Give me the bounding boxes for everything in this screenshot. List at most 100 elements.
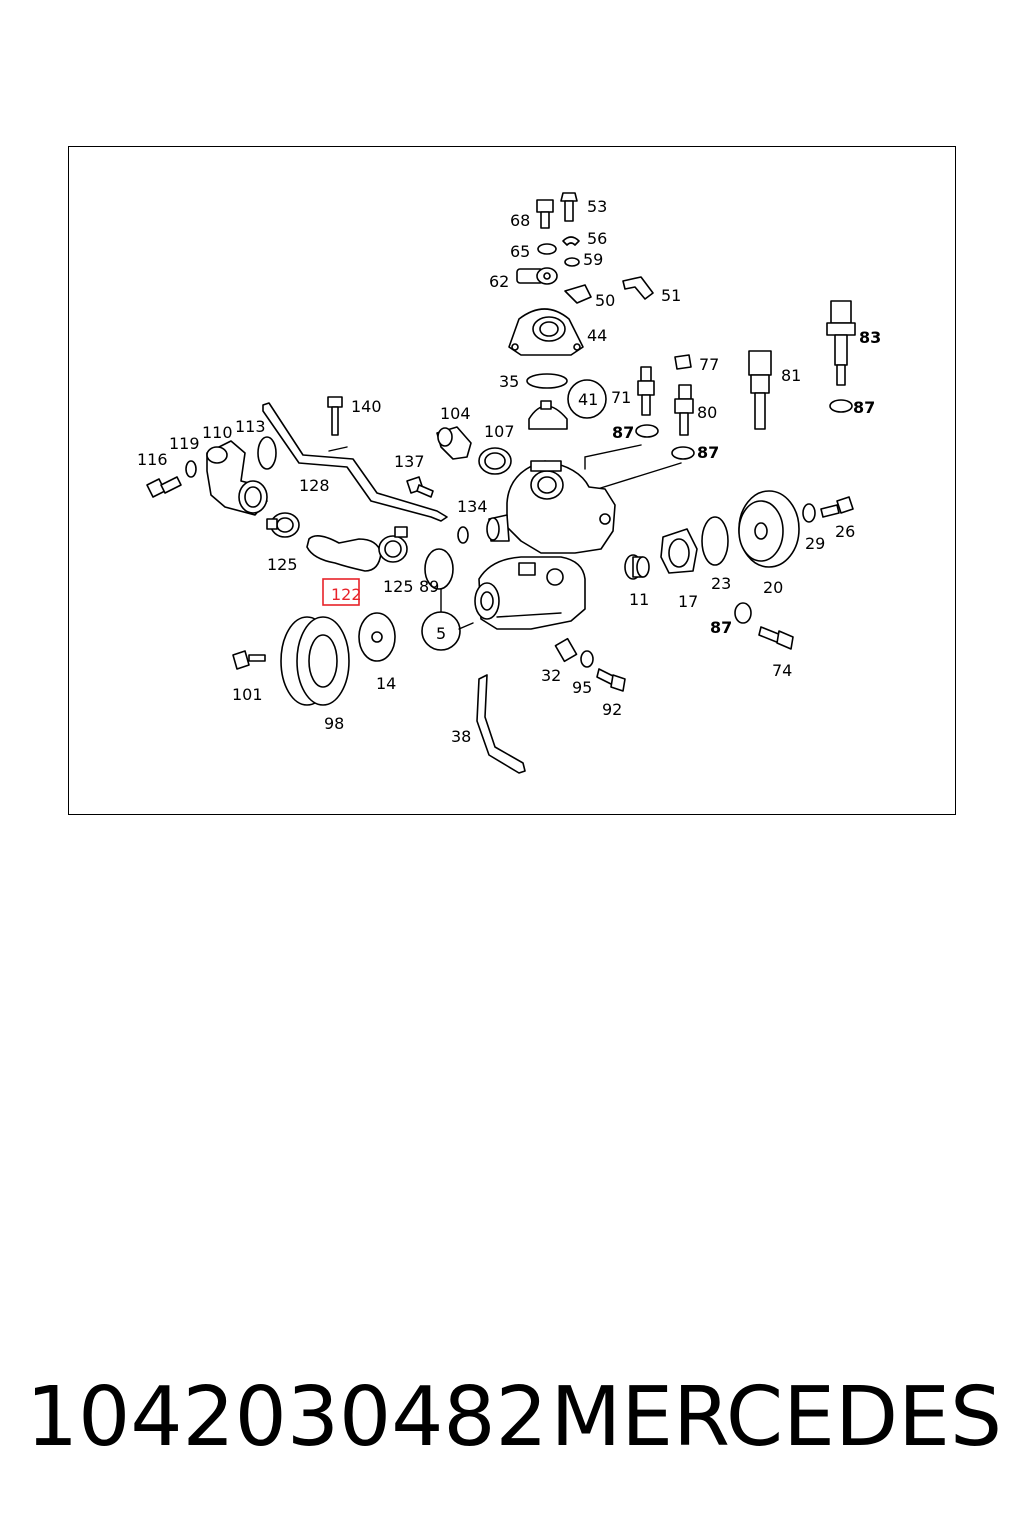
bolt-140	[327, 396, 343, 436]
callout-74: 74	[772, 661, 792, 680]
thermostat-housing	[486, 460, 616, 554]
callout-26: 26	[835, 522, 855, 541]
callout-62: 62	[489, 272, 509, 291]
parts-diagram-frame: 68 53 65 56 62 59 50 51 44 83 77 81 35 4…	[68, 146, 956, 815]
seal-ring-89	[424, 548, 454, 590]
impeller-17	[660, 528, 698, 574]
washer-29	[802, 503, 816, 523]
callout-44: 44	[587, 326, 607, 345]
callout-104: 104	[440, 404, 471, 423]
callout-98: 98	[324, 714, 344, 733]
part-number: 1042030482	[26, 1370, 548, 1465]
seal-11	[624, 554, 650, 580]
callout-11: 11	[629, 590, 649, 609]
callout-87-b: 87	[697, 443, 719, 462]
washer-65	[537, 243, 557, 255]
washer-95	[580, 650, 594, 668]
bolt-116	[146, 476, 182, 498]
bolt-26	[820, 496, 854, 518]
seal-ring-113	[257, 436, 277, 470]
callout-41: 41	[578, 390, 598, 409]
footer: 1042030482 MERCEDES	[0, 1368, 1024, 1468]
callout-53: 53	[587, 197, 607, 216]
seal-87-b	[671, 446, 695, 460]
sensor-80	[674, 384, 694, 436]
bypass-hose-38	[476, 674, 526, 774]
hose-clamp-107	[478, 447, 512, 475]
bracket-51	[622, 276, 654, 300]
callout-35: 35	[499, 372, 519, 391]
seal-87-a	[635, 424, 659, 438]
callout-125-left: 125	[267, 555, 298, 574]
fitting-104	[436, 426, 472, 460]
callout-92: 92	[602, 700, 622, 719]
coolant-hose-122	[306, 535, 382, 572]
pulley-98	[280, 616, 350, 706]
callout-20: 20	[763, 578, 783, 597]
bolt-68	[536, 199, 554, 229]
callout-32: 32	[541, 666, 561, 685]
callout-80: 80	[697, 403, 717, 422]
sensor-71	[637, 366, 655, 416]
pump-pulley-20	[738, 490, 800, 568]
callout-89: 89	[419, 577, 439, 596]
washer-59	[564, 257, 580, 267]
washer-56	[562, 236, 580, 246]
callout-107: 107	[484, 422, 515, 441]
seal-134	[457, 526, 469, 544]
callout-59: 59	[583, 250, 603, 269]
callout-71: 71	[611, 388, 631, 407]
callout-137: 137	[394, 452, 425, 471]
brand-name: MERCEDES	[550, 1370, 1002, 1465]
elbow-fitting-110	[206, 440, 268, 516]
bolt-137	[406, 476, 434, 498]
callout-87-right: 87	[853, 398, 875, 417]
highlight-box-122	[322, 578, 360, 606]
sensor-74	[758, 626, 794, 650]
banjo-fitting-62	[516, 267, 558, 285]
callout-77: 77	[699, 355, 719, 374]
callout-116: 116	[137, 450, 168, 469]
callout-87-lower: 87	[710, 618, 732, 637]
callout-101: 101	[232, 685, 263, 704]
callout-128: 128	[299, 476, 330, 495]
callout-87-a: 87	[612, 423, 634, 442]
callout-17: 17	[678, 592, 698, 611]
seal-ring-35	[526, 373, 568, 389]
callout-134: 134	[457, 497, 488, 516]
callout-51: 51	[661, 286, 681, 305]
parts-exploded-diagram: 68 53 65 56 62 59 50 51 44 83 77 81 35 4…	[137, 192, 881, 774]
callout-65: 65	[510, 242, 530, 261]
group-circle-41	[567, 379, 607, 419]
bracket-50	[564, 284, 592, 304]
seal-ring-23	[701, 516, 729, 566]
leader-line-sensors-a	[584, 444, 642, 470]
bushing-32	[554, 637, 578, 663]
bolt-53	[560, 192, 578, 222]
callout-122: 122	[331, 585, 362, 604]
washer-119	[185, 460, 197, 478]
callout-68: 68	[510, 211, 530, 230]
water-pump-body	[474, 556, 586, 630]
plug-77	[674, 354, 692, 370]
seal-87-lower	[734, 602, 752, 624]
callout-5: 5	[436, 624, 446, 643]
callout-125-right: 125	[383, 577, 414, 596]
leader-line-5b	[458, 622, 474, 630]
temperature-sensor-83	[826, 300, 856, 386]
callout-38: 38	[451, 727, 471, 746]
callout-29: 29	[805, 534, 825, 553]
callout-140: 140	[351, 397, 382, 416]
callout-56: 56	[587, 229, 607, 248]
thermostat-41	[528, 400, 568, 430]
bolt-101	[232, 650, 266, 670]
thermostat-cover-44	[508, 308, 584, 356]
callout-81: 81	[781, 366, 801, 385]
callout-50: 50	[595, 291, 615, 310]
callout-95: 95	[572, 678, 592, 697]
hub-14	[358, 612, 396, 662]
callout-83: 83	[859, 328, 881, 347]
bolt-92	[596, 668, 626, 692]
callout-119: 119	[169, 434, 200, 453]
coolant-pipe-128	[262, 402, 448, 522]
